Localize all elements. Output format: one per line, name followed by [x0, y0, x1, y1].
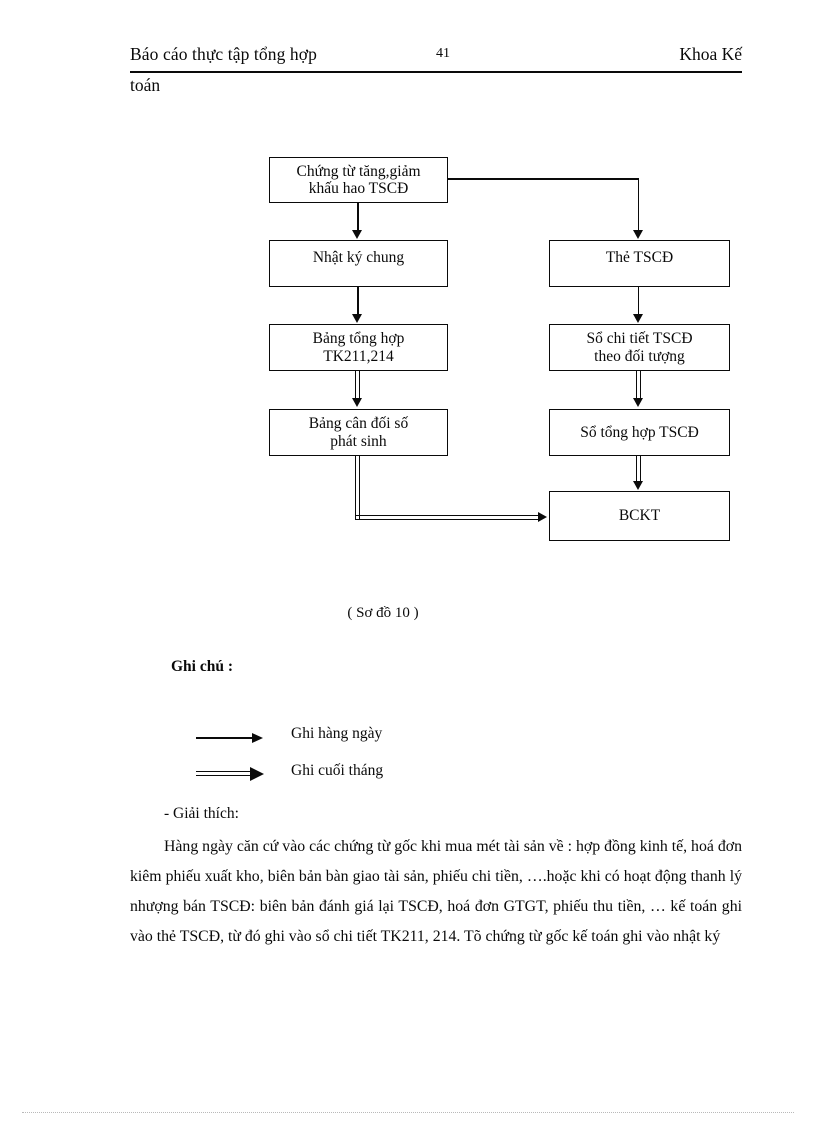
diagram-caption-text: ( Sơ đồ 10 ) — [347, 605, 419, 621]
node-trial-balance: Bảng cân đối số phát sinh — [269, 409, 448, 456]
node-detail-ledger-line1: Sổ chi tiết TSCĐ — [586, 330, 693, 348]
node-fixed-asset-card-label: Thẻ TSCĐ — [605, 248, 674, 266]
diagram-caption: ( Sơ đồ 10 ) — [0, 605, 816, 622]
node-financial-report-label: BCKT — [618, 507, 661, 525]
node-source-documents-line1: Chứng từ tăng,giảm — [296, 162, 421, 180]
legend-item-monthly: Ghi cuối tháng — [0, 762, 816, 788]
arrowhead-down-icon — [352, 314, 363, 323]
connector-journal-to-summary — [357, 287, 359, 315]
connector-source-to-card-vertical — [637, 178, 639, 231]
legend-title: Ghi chú : — [171, 658, 234, 675]
connector-general-ledger-to-report — [635, 456, 641, 483]
page-number: 41 — [436, 46, 450, 61]
legend-label-daily: Ghi hàng ngày — [291, 725, 383, 742]
node-detail-ledger-line2: theo đối tượng — [594, 347, 685, 365]
node-trial-balance-line1: Bảng cân đối số — [308, 415, 409, 433]
node-summary-table: Bảng tổng hợp TK211,214 — [269, 324, 448, 371]
header-rule — [130, 71, 742, 73]
body-text-block: - Giải thích: Hàng ngày căn cứ vào các c… — [130, 805, 742, 952]
header-row: Báo cáo thực tập tổng hợp 41 Khoa Kế — [130, 44, 742, 70]
page-bottom-rule — [22, 1112, 794, 1113]
body-line-3: tiền, ….hoặc khi có hoạt động thanh lý n… — [130, 868, 742, 915]
arrowhead-down-icon — [632, 230, 643, 239]
node-fixed-asset-card: Thẻ TSCĐ — [549, 240, 730, 287]
legend-item-daily: Ghi hàng ngày — [0, 725, 816, 751]
node-general-ledger-label: Sổ tổng hợp TSCĐ — [580, 423, 699, 441]
arrowhead-down-icon — [632, 481, 643, 490]
connector-source-to-journal — [357, 203, 359, 231]
body-line-5: ghi vào sổ chi tiết TK211, 214. Tõ chứng… — [264, 928, 721, 945]
connector-trial-balance-to-report-horizontal — [355, 514, 540, 520]
body-line-1: Hàng ngày căn cứ vào các chứng từ gốc kh… — [164, 838, 636, 855]
node-general-journal-label: Nhật ký chung — [312, 248, 405, 266]
flowchart-diagram: Chứng từ tăng,giảm khấu hao TSCĐ Nhật ký… — [269, 157, 730, 541]
header-left-title: Báo cáo thực tập tổng hợp — [130, 44, 317, 64]
arrowhead-down-icon — [632, 314, 643, 323]
header-second-line: toán — [130, 75, 161, 95]
arrowhead-down-icon — [352, 230, 363, 239]
double-arrow-line — [196, 771, 254, 776]
node-detail-ledger: Sổ chi tiết TSCĐ theo đối tượng — [549, 324, 730, 371]
arrowhead-down-icon — [352, 398, 363, 407]
single-arrow-icon — [252, 732, 263, 743]
body-line-2: kinh tế, hoá đơn kiêm phiếu xuất kho, bi… — [130, 838, 742, 885]
node-trial-balance-line2: phát sinh — [330, 432, 387, 450]
node-summary-table-line1: Bảng tổng hợp — [312, 330, 405, 348]
arrowhead-right-icon — [538, 511, 547, 522]
legend-label-monthly: Ghi cuối tháng — [291, 762, 384, 779]
double-arrow-icon — [250, 766, 264, 781]
header-right-title: Khoa Kế — [679, 44, 742, 64]
body-lead-line: - Giải thích: — [164, 805, 239, 822]
connector-trial-balance-to-report-vertical — [355, 456, 360, 520]
node-source-documents: Chứng từ tăng,giảm khấu hao TSCĐ — [269, 157, 448, 203]
node-general-ledger: Sổ tổng hợp TSCĐ — [549, 409, 730, 456]
single-arrow-line — [196, 737, 254, 739]
connector-detail-to-general-ledger — [635, 371, 641, 400]
node-financial-report: BCKT — [549, 491, 730, 541]
node-source-documents-line2: khấu hao TSCĐ — [308, 180, 409, 197]
connector-summary-to-trial-balance — [355, 371, 360, 400]
arrowhead-down-icon — [632, 398, 643, 407]
connector-source-to-card-horizontal — [448, 178, 639, 180]
page-header: Báo cáo thực tập tổng hợp 41 Khoa Kế — [130, 44, 742, 96]
body-paragraph: Hàng ngày căn cứ vào các chứng từ gốc kh… — [130, 832, 742, 952]
node-general-journal: Nhật ký chung — [269, 240, 448, 287]
connector-card-to-detail-ledger — [637, 287, 639, 315]
body-line-4: lại TSCĐ, hoá đơn GTGT, phiếu thu tiền, … — [130, 898, 742, 945]
node-summary-table-line2: TK211,214 — [323, 347, 394, 365]
